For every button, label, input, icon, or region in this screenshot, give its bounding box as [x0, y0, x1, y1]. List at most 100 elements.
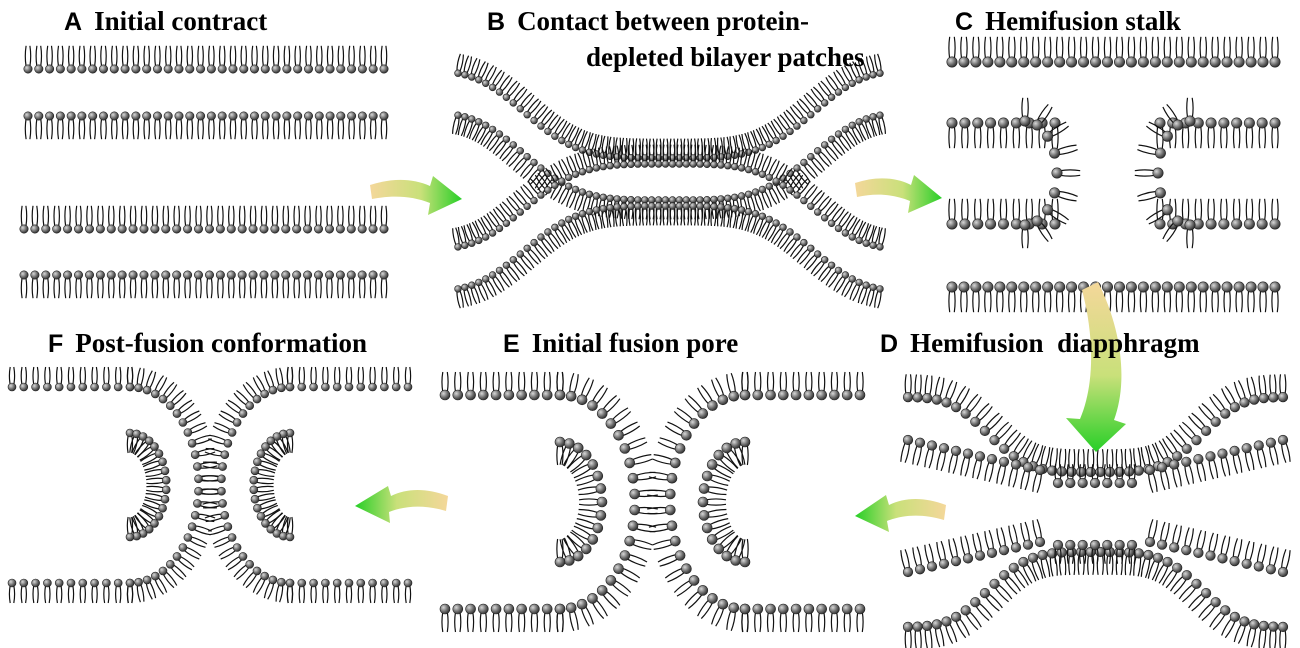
lipid-head	[523, 110, 531, 119]
lipid-tail	[1165, 435, 1178, 453]
lipid-head	[1257, 56, 1269, 68]
lipid-tail	[497, 371, 500, 393]
lipid-tail	[909, 629, 912, 648]
lipid-head	[7, 578, 17, 588]
lipid-tail	[337, 45, 340, 67]
lipid-head	[368, 578, 377, 588]
lipid-tail	[871, 225, 878, 243]
lipid-head	[982, 281, 994, 293]
lipid-tail	[796, 248, 809, 263]
lipid-tail	[522, 94, 535, 109]
lipid-tail	[1191, 412, 1207, 428]
lipid-tail	[193, 528, 211, 536]
lipid-tail	[633, 458, 653, 465]
lipid-tail	[810, 88, 823, 103]
lipid-tail	[460, 119, 467, 137]
lipid-tail	[960, 36, 963, 59]
lipid-head	[629, 488, 641, 500]
lipid-tail	[47, 205, 50, 227]
lipid-tail	[634, 144, 637, 163]
lipid-tail	[803, 184, 816, 199]
lipid-tail	[958, 388, 970, 407]
lipid-tail	[984, 461, 990, 481]
lipid-head	[88, 64, 98, 74]
lipid-head	[730, 193, 739, 202]
lipid-tail	[1008, 290, 1011, 313]
lipid-head	[335, 224, 345, 234]
lipid-head	[585, 190, 594, 199]
lipid-head	[572, 550, 584, 562]
lipid-tail	[631, 454, 652, 461]
lipid-tail	[1205, 290, 1207, 313]
lipid-tail	[1025, 36, 1028, 59]
lipid-tail	[792, 173, 804, 189]
lipid-head	[1209, 281, 1221, 293]
lipid-tail	[1073, 290, 1076, 313]
lipid-tail	[611, 209, 615, 227]
lipid-tail	[725, 146, 730, 164]
lipid-tail	[1182, 421, 1197, 438]
lipid-tail	[148, 45, 150, 67]
lipid-head	[1184, 219, 1196, 231]
lipid-tail	[577, 513, 598, 518]
lipid-head	[516, 603, 528, 615]
lipid-tail	[648, 144, 651, 163]
lipid-head	[807, 202, 815, 211]
lipid-tail	[1079, 36, 1082, 59]
lipid-tail	[228, 205, 230, 227]
lipid-tail	[1264, 198, 1266, 221]
lipid-tail	[218, 118, 221, 140]
lipid-head	[1268, 621, 1279, 632]
lipid-tail	[988, 593, 1003, 609]
panel-d-title: Hemifusion diapphragm	[910, 328, 1200, 358]
lipid-head	[218, 462, 227, 471]
lipid-tail	[134, 277, 137, 299]
lipid-tail	[373, 366, 376, 385]
lipid-tail	[587, 132, 594, 150]
lipid-tail	[495, 141, 507, 156]
lipid-tail	[652, 539, 672, 546]
lipid-head	[250, 111, 260, 121]
lipid-tail	[499, 203, 512, 218]
lipid-tail	[486, 213, 498, 229]
lipid-tail	[622, 567, 641, 579]
lipid-tail	[1021, 97, 1024, 118]
lipid-head	[248, 224, 258, 234]
lipid-tail	[796, 170, 809, 185]
lipid-head	[994, 56, 1006, 68]
lipid-tail	[549, 116, 562, 132]
lipid-tail	[46, 118, 49, 140]
lipid-tail	[700, 384, 714, 403]
lipid-head	[1161, 56, 1173, 68]
lipid-head	[974, 550, 986, 561]
lipid-tail	[701, 144, 704, 163]
lipid-tail	[1271, 36, 1274, 59]
lipid-tail	[716, 137, 720, 156]
lipid-head	[190, 510, 200, 520]
lipid-tail	[299, 118, 301, 140]
lipid-tail	[669, 207, 672, 226]
lipid-tail	[792, 104, 805, 119]
lipid-tail	[1145, 290, 1148, 313]
lipid-head	[313, 270, 323, 280]
lipid-tail	[733, 447, 742, 467]
lipid-tail	[202, 465, 221, 469]
lipid-head	[368, 224, 378, 234]
lipid-tail	[143, 45, 146, 67]
lipid-head	[215, 270, 225, 280]
lipid-tail	[31, 277, 34, 299]
lipid-tail	[115, 366, 117, 385]
lipid-tail	[813, 86, 826, 101]
lipid-head	[368, 64, 378, 74]
lipid-tail	[265, 205, 268, 227]
lipid-tail	[860, 57, 868, 75]
lipid-tail	[1138, 195, 1159, 202]
lipid-tail	[961, 126, 964, 149]
lipid-tail	[25, 585, 27, 604]
panel-f-membranes	[7, 366, 413, 604]
lipid-head	[439, 389, 451, 401]
lipid-tail	[121, 118, 124, 140]
lipid-tail	[690, 207, 693, 226]
lipid-head	[558, 136, 566, 145]
lipid-head	[1229, 402, 1240, 413]
